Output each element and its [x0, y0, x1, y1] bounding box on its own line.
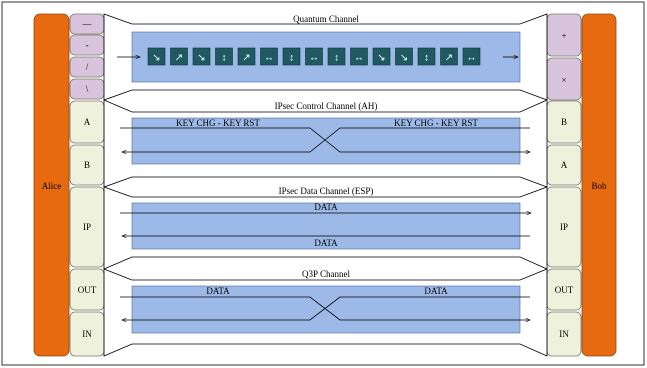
- q3p-channel-outline: [103, 268, 548, 357]
- photon-box: [192, 47, 211, 66]
- alice-module-label: IN: [82, 329, 92, 339]
- photon-polarization-icon: ↘: [377, 53, 385, 64]
- photon-box: [260, 47, 278, 66]
- bob-module-label: A: [561, 160, 568, 170]
- photon-polarization-icon: ↘: [152, 53, 160, 64]
- bob-module-label: B: [561, 117, 567, 127]
- ah-channel-title: IPsec Control Channel (AH): [275, 101, 378, 111]
- quantum-channel-band: [131, 31, 521, 83]
- photon-polarization-icon: ↔: [467, 53, 477, 64]
- q3p-label-left: DATA: [206, 286, 230, 296]
- alice-module-label: OUT: [78, 285, 97, 295]
- photon-polarization-icon: ↔: [309, 53, 319, 64]
- ah-lines: [120, 127, 530, 152]
- photon-polarization-icon: ↘: [197, 53, 205, 64]
- photon-polarization-icon: ↕: [334, 53, 339, 64]
- esp-label-bottom: DATA: [314, 238, 338, 248]
- bob-module-label: IP: [560, 222, 568, 232]
- photon-box: [327, 47, 346, 66]
- channel-outlines: [103, 13, 548, 357]
- esp-label-top: DATA: [314, 202, 338, 212]
- photon-box: [147, 47, 166, 66]
- photon-polarization-icon: ↗: [175, 53, 183, 64]
- quantum-channel-title: Quantum Channel: [293, 14, 359, 24]
- photon-box: [282, 47, 301, 66]
- photon-polarization-icon: ↗: [445, 53, 453, 64]
- alice-label: Alice: [42, 181, 62, 191]
- esp-channel-band: [131, 202, 521, 250]
- alice-basis-label: —: [82, 19, 93, 29]
- photon-box: [350, 47, 368, 66]
- photon-box: [170, 47, 188, 66]
- photon-polarization-icon: ↕: [289, 53, 294, 64]
- alice-basis-label: /: [86, 62, 89, 72]
- q3p-channel-title: Q3P Channel: [302, 269, 350, 279]
- ah-label-left: KEY CHG - KEY RST: [176, 118, 260, 128]
- alice-module-label: B: [84, 160, 90, 170]
- alice-basis-label: -: [86, 40, 89, 50]
- photon-box: [417, 47, 436, 66]
- photon-box: [462, 47, 481, 66]
- bob-module-label: IN: [559, 329, 569, 339]
- photon-polarization-icon: ↕: [222, 53, 227, 64]
- q3p-line-bottom: [122, 296, 530, 320]
- q3p-label-right: DATA: [424, 286, 448, 296]
- bob-basis-label: +: [561, 31, 566, 41]
- photon-polarization-icon: ↔: [354, 53, 364, 64]
- photon-polarization-icon: ↔: [264, 53, 274, 64]
- photon-box: [305, 47, 323, 66]
- esp-lines: [120, 213, 531, 236]
- q3p-lines: [120, 296, 530, 320]
- bob-module-label: OUT: [555, 285, 574, 295]
- photon-box: [215, 47, 233, 66]
- photon-row: ↘ ↗ ↘ ↕ ↗ ↔ ↕ ↔ ↕ ↔ ↘ ↘ ↕ ↗ ↔: [147, 47, 481, 66]
- photon-polarization-icon: ↕: [424, 53, 429, 64]
- bob-label: Bob: [591, 181, 607, 191]
- photon-box: [440, 47, 458, 66]
- esp-channel-title: IPsec Data Channel (ESP): [279, 186, 374, 196]
- photon-polarization-icon: ↘: [400, 53, 408, 64]
- photon-box: [237, 47, 256, 66]
- photon-polarization-icon: ↗: [242, 53, 250, 64]
- alice-module-label: IP: [83, 222, 91, 232]
- ah-label-right: KEY CHG - KEY RST: [394, 118, 478, 128]
- alice-basis-label: \: [86, 84, 89, 94]
- photon-box: [372, 47, 391, 66]
- bob-box: [581, 13, 617, 357]
- alice-box: [33, 13, 70, 357]
- bob-basis-label: ×: [561, 75, 566, 85]
- ah-line-bottom: [122, 127, 530, 152]
- photon-box: [395, 47, 413, 66]
- alice-module-label: A: [84, 117, 91, 127]
